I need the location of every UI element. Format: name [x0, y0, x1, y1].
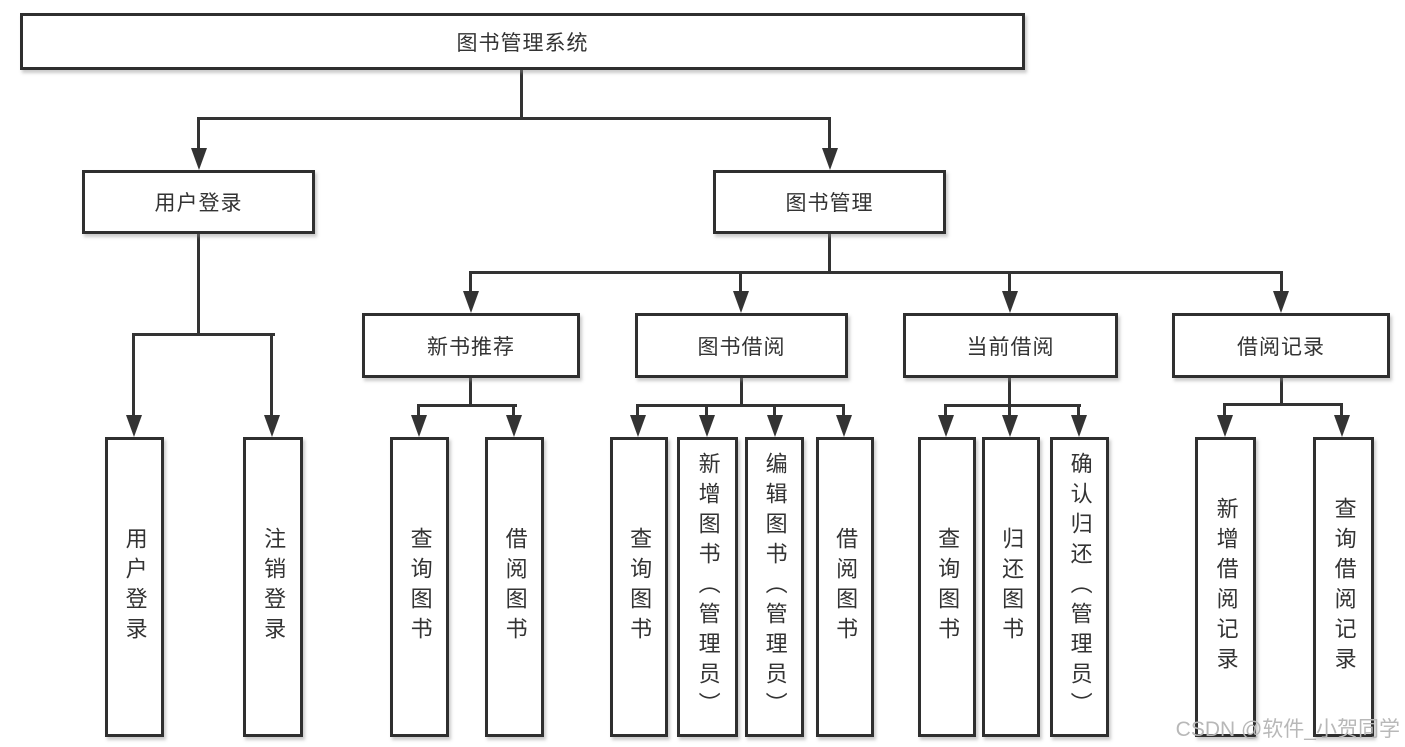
- connector-line: [828, 233, 831, 274]
- connector-line: [1008, 377, 1011, 407]
- arrow-down-icon: [411, 415, 427, 437]
- connector-line: [270, 335, 273, 416]
- arrow-down-icon: [733, 291, 749, 313]
- node-root: 图书管理系统: [20, 13, 1025, 70]
- node-label: 新增借阅记录: [1213, 497, 1239, 677]
- leaf-query-books-2: 查询图书: [610, 437, 668, 737]
- node-label: 借阅图书: [502, 527, 528, 647]
- leaf-query-books-1: 查询图书: [390, 437, 449, 737]
- leaf-edit-book-admin: 编辑图书（管理员）: [745, 437, 804, 737]
- leaf-borrow-books-1: 借阅图书: [485, 437, 544, 737]
- node-book-management: 图书管理: [713, 170, 946, 234]
- node-label: 图书管理: [785, 192, 874, 215]
- node-label: 图书管理系统: [456, 31, 589, 55]
- connector-line: [132, 335, 135, 416]
- connector-line: [1077, 406, 1080, 418]
- node-label: 编辑图书（管理员）: [762, 452, 788, 722]
- connector-line: [132, 333, 275, 336]
- node-label: 确认归还（管理员）: [1067, 452, 1093, 722]
- connector-line: [740, 377, 743, 407]
- connector-line: [417, 404, 517, 407]
- watermark: CSDN @软件_小贺同学: [1175, 718, 1400, 741]
- connector-line: [1223, 405, 1226, 418]
- connector-line: [1008, 273, 1011, 293]
- arrow-down-icon: [938, 415, 954, 437]
- connector-line: [1223, 403, 1343, 406]
- node-current-borrow: 当前借阅: [903, 313, 1118, 378]
- leaf-query-books-3: 查询图书: [918, 437, 976, 737]
- arrow-down-icon: [836, 415, 852, 437]
- node-label: 新增图书（管理员）: [695, 452, 721, 722]
- arrow-down-icon: [506, 415, 522, 437]
- leaf-logout: 注销登录: [243, 437, 303, 737]
- node-label: 新书推荐: [427, 335, 515, 359]
- connector-line: [197, 233, 200, 336]
- node-label: 借阅记录: [1237, 335, 1325, 359]
- connector-line: [739, 273, 742, 293]
- arrow-down-icon: [1002, 415, 1018, 437]
- connector-line: [828, 119, 831, 150]
- arrow-down-icon: [1002, 291, 1018, 313]
- leaf-borrow-books-2: 借阅图书: [816, 437, 874, 737]
- node-label: 查询借阅记录: [1331, 497, 1357, 677]
- node-label: 查询图书: [627, 527, 653, 647]
- node-label: 用户登录: [154, 192, 243, 215]
- connector-line: [944, 406, 947, 418]
- connector-line: [197, 117, 831, 120]
- node-label: 归还图书: [999, 527, 1025, 647]
- connector-line: [636, 404, 845, 407]
- arrow-down-icon: [1217, 415, 1233, 437]
- node-borrow-records: 借阅记录: [1172, 313, 1390, 378]
- connector-line: [197, 119, 200, 150]
- connector-line: [469, 377, 472, 407]
- arrow-down-icon: [126, 415, 142, 437]
- node-label: 当前借阅: [966, 335, 1055, 359]
- node-label: 注销登录: [261, 527, 287, 647]
- connector-line: [944, 404, 1081, 407]
- arrow-down-icon: [463, 291, 479, 313]
- arrow-down-icon: [630, 415, 646, 437]
- arrow-down-icon: [699, 415, 715, 437]
- arrow-down-icon: [191, 148, 207, 170]
- connector-line: [773, 406, 776, 418]
- connector-line: [705, 406, 708, 418]
- node-book-borrow: 图书借阅: [635, 313, 848, 378]
- connector-line: [636, 406, 639, 418]
- arrow-down-icon: [822, 148, 838, 170]
- connector-line: [469, 271, 1283, 274]
- arrow-down-icon: [264, 415, 280, 437]
- connector-line: [417, 406, 420, 418]
- connector-line: [1008, 406, 1011, 418]
- arrow-down-icon: [1273, 291, 1289, 313]
- connector-line: [520, 69, 523, 119]
- node-new-book-recommend: 新书推荐: [362, 313, 580, 378]
- node-label: 图书借阅: [697, 335, 786, 359]
- connector-line: [842, 406, 845, 418]
- node-label: 查询图书: [935, 527, 961, 647]
- leaf-user-login: 用户登录: [105, 437, 164, 737]
- connector-line: [1280, 377, 1283, 406]
- arrow-down-icon: [1334, 415, 1350, 437]
- node-label: 借阅图书: [833, 527, 859, 647]
- leaf-add-book-admin: 新增图书（管理员）: [677, 437, 738, 737]
- node-label: 查询图书: [407, 527, 433, 647]
- connector-line: [1280, 273, 1283, 293]
- node-user-login: 用户登录: [82, 170, 315, 234]
- leaf-add-borrow-record: 新增借阅记录: [1195, 437, 1256, 737]
- connector-line: [512, 406, 515, 418]
- connector-line: [469, 273, 472, 293]
- leaf-return-book: 归还图书: [982, 437, 1040, 737]
- leaf-query-borrow-record: 查询借阅记录: [1313, 437, 1374, 737]
- arrow-down-icon: [1071, 415, 1087, 437]
- arrow-down-icon: [767, 415, 783, 437]
- node-label: 用户登录: [122, 527, 148, 647]
- connector-line: [1340, 405, 1343, 418]
- leaf-confirm-return-admin: 确认归还（管理员）: [1050, 437, 1109, 737]
